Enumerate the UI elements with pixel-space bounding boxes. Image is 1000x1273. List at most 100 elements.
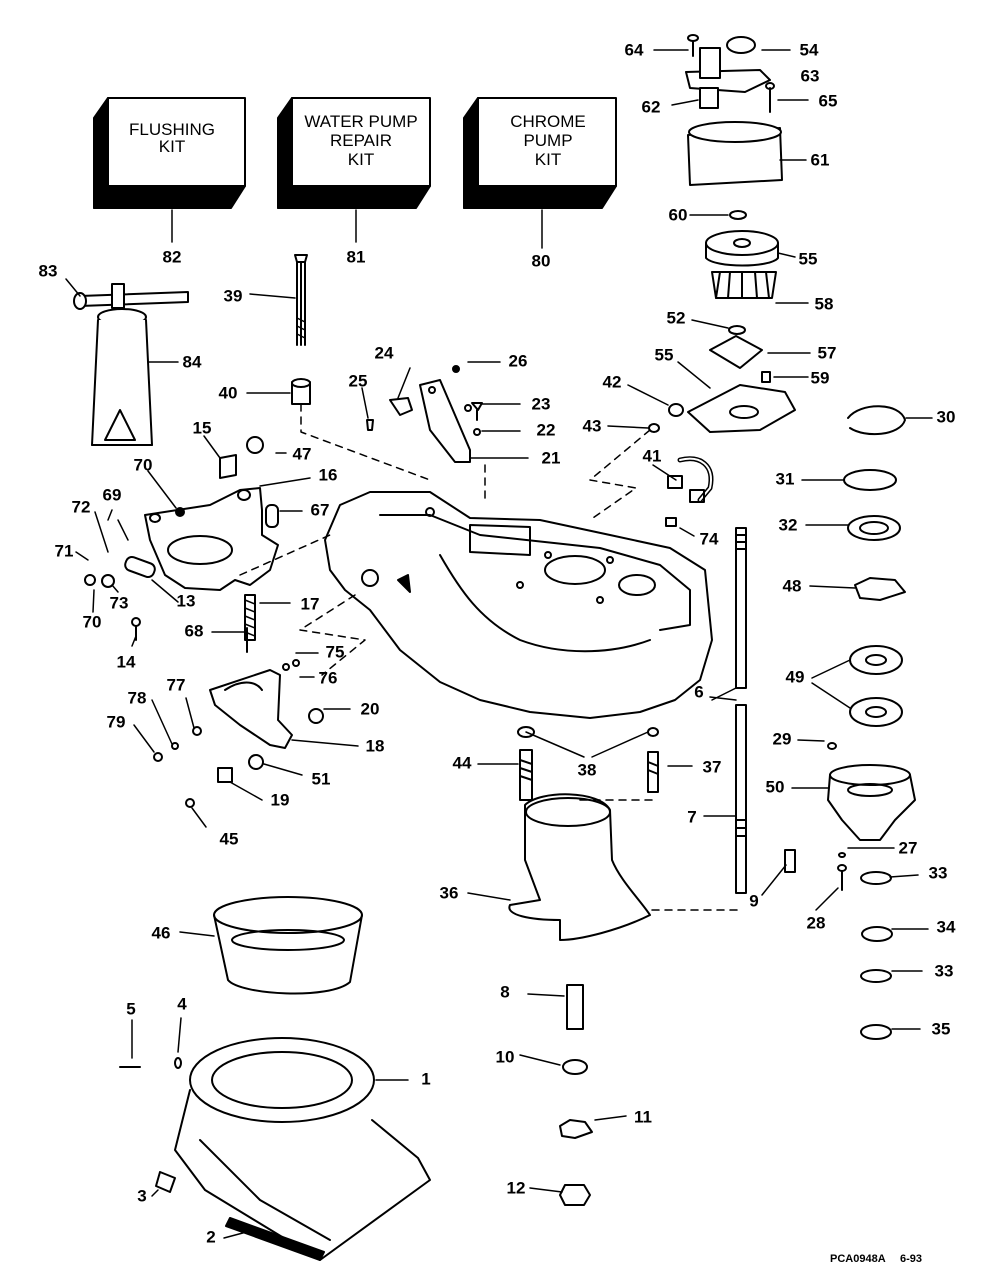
callout-number: 60	[669, 205, 688, 224]
impeller-drawing	[508, 726, 659, 941]
callout-number: 71	[55, 541, 74, 560]
callout-number: 48	[783, 576, 802, 595]
callout-number: 15	[193, 418, 212, 437]
callout-number: 34	[937, 917, 956, 936]
callout-number: 9	[749, 891, 758, 910]
callout-number: 76	[319, 668, 338, 687]
callout-number: 70	[134, 455, 153, 474]
callout-number: 80	[532, 251, 551, 270]
callout-number: 68	[185, 621, 204, 640]
chrome-pump-kit-label-1: CHROME	[510, 112, 586, 131]
callout-number: 28	[807, 913, 826, 932]
callout-number: 77	[167, 675, 186, 694]
callout-number: 4	[177, 994, 187, 1013]
callout-number: 70	[83, 612, 102, 631]
callout-number: 33	[929, 863, 948, 882]
callout-number: 52	[667, 308, 686, 327]
callout-number: 37	[703, 757, 722, 776]
flushing-kit-box: FLUSHING KIT	[93, 97, 246, 209]
callout-number: 31	[776, 469, 795, 488]
drive-shaft-drawing	[665, 405, 916, 1040]
callout-number: 74	[700, 529, 719, 548]
callout-number: 57	[818, 343, 837, 362]
callout-number: 20	[361, 699, 380, 718]
callout-number: 26	[509, 351, 528, 370]
callout-number: 32	[779, 515, 798, 534]
callout-number: 43	[583, 416, 602, 435]
chrome-pump-kit-label-2: PUMP	[523, 131, 572, 150]
callout-number: 41	[643, 446, 662, 465]
callout-number: 24	[375, 343, 394, 362]
callout-number: 35	[932, 1019, 951, 1038]
callout-number: 51	[312, 769, 331, 788]
callout-number: 7	[687, 807, 696, 826]
assembly-guide-lines	[239, 403, 741, 911]
callout-number: 22	[537, 420, 556, 439]
callout-number: 59	[811, 368, 830, 387]
callout-number: 19	[271, 790, 290, 809]
callout-number: 58	[815, 294, 834, 313]
callout-number: 16	[319, 465, 338, 484]
water-pump-kit-label-1: WATER PUMP	[304, 112, 417, 131]
callout-number: 55	[799, 249, 818, 268]
callout-number: 11	[634, 1107, 652, 1126]
callout-number: 62	[642, 97, 661, 116]
flushing-kit-label-2: KIT	[159, 137, 185, 156]
callout-number: 64	[625, 40, 644, 59]
callout-number: 1	[421, 1069, 430, 1088]
callout-number: 33	[935, 961, 954, 980]
callout-leader-lines	[65, 49, 933, 1239]
callout-number: 63	[801, 66, 820, 85]
callout-number: 84	[183, 352, 202, 371]
callout-number: 21	[542, 448, 561, 467]
callout-number: 61	[811, 150, 830, 169]
callout-number: 73	[110, 593, 129, 612]
intake-housing-drawing	[119, 1037, 431, 1261]
callout-number: 45	[220, 829, 239, 848]
callout-number: 39	[224, 286, 243, 305]
callout-number: 78	[128, 688, 147, 707]
callout-number: 81	[347, 247, 366, 266]
callout-number: 40	[219, 383, 238, 402]
callout-number: 17	[301, 594, 320, 613]
flushing-tool-drawing	[73, 283, 189, 446]
callout-number: 5	[126, 999, 135, 1018]
chrome-pump-kit-box: CHROME PUMP KIT	[463, 97, 617, 209]
callout-number: 49	[786, 667, 805, 686]
callout-number: 14	[117, 652, 136, 671]
jet-pump-housing-drawing	[324, 491, 713, 719]
callout-number: 47	[293, 444, 312, 463]
callout-number: 3	[137, 1186, 146, 1205]
drawing-reference-code: PCA0948A	[830, 1253, 886, 1265]
water-pump-stack-drawing	[648, 34, 796, 433]
callout-number-layer: 1234567891011121314151617181920212223242…	[39, 40, 956, 1246]
long-bolt-drawing	[291, 254, 311, 405]
shaft-parts-drawing	[559, 984, 593, 1206]
callout-number: 18	[366, 736, 385, 755]
callout-number: 46	[152, 923, 171, 942]
callout-number: 30	[937, 407, 956, 426]
drawing-date: 6-93	[900, 1253, 922, 1265]
callout-number: 23	[532, 394, 551, 413]
callout-number: 42	[603, 372, 622, 391]
callout-number: 25	[349, 371, 368, 390]
water-pump-kit-label-2: REPAIR	[330, 131, 392, 150]
chrome-pump-kit-label-3: KIT	[535, 150, 561, 169]
callout-number: 69	[103, 485, 122, 504]
callout-number: 8	[500, 982, 509, 1001]
callout-number: 83	[39, 261, 58, 280]
callout-number: 67	[311, 500, 330, 519]
flushing-kit-label-1: FLUSHING	[129, 120, 215, 139]
callout-number: 13	[177, 591, 196, 610]
callout-number: 65	[819, 91, 838, 110]
callout-number: 12	[507, 1178, 526, 1197]
callout-number: 79	[107, 712, 126, 731]
callout-number: 82	[163, 247, 182, 266]
steering-bracket-drawing	[84, 436, 279, 653]
callout-number: 54	[800, 40, 819, 59]
callout-number: 2	[206, 1227, 215, 1246]
wear-ring-drawing	[213, 896, 363, 995]
mounting-plate-drawing	[366, 365, 483, 463]
